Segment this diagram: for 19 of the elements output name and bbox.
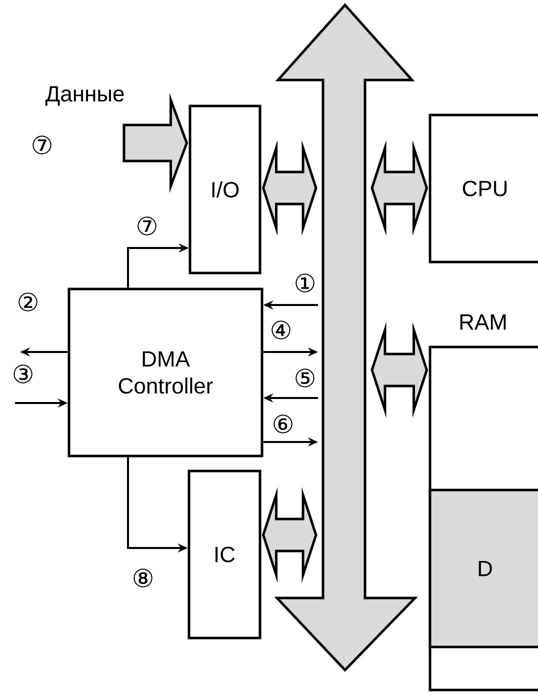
block-arrow <box>122 93 188 193</box>
text-label: Данные <box>45 86 124 106</box>
edge-label: ⑧ <box>131 568 155 588</box>
edge-label: ③ <box>11 364 35 384</box>
edge-label: ④ <box>269 320 293 340</box>
node-label: RAM <box>460 314 506 330</box>
memory-band: D <box>428 488 538 648</box>
edge-label: ⑦ <box>30 135 54 155</box>
edge-label: ⑦ <box>135 216 159 236</box>
edge-label: ⑥ <box>271 414 295 434</box>
block-arrow <box>370 140 428 236</box>
edge-label: ② <box>16 292 40 312</box>
ic-box: IC <box>188 470 262 640</box>
block-arrow <box>370 322 428 418</box>
cpu-box: CPU <box>428 114 538 264</box>
io-box: I/O <box>188 104 262 274</box>
edge-label: ① <box>293 273 317 293</box>
edge-label: ⑤ <box>293 368 317 388</box>
controller-box: DMA Controller <box>68 288 264 458</box>
